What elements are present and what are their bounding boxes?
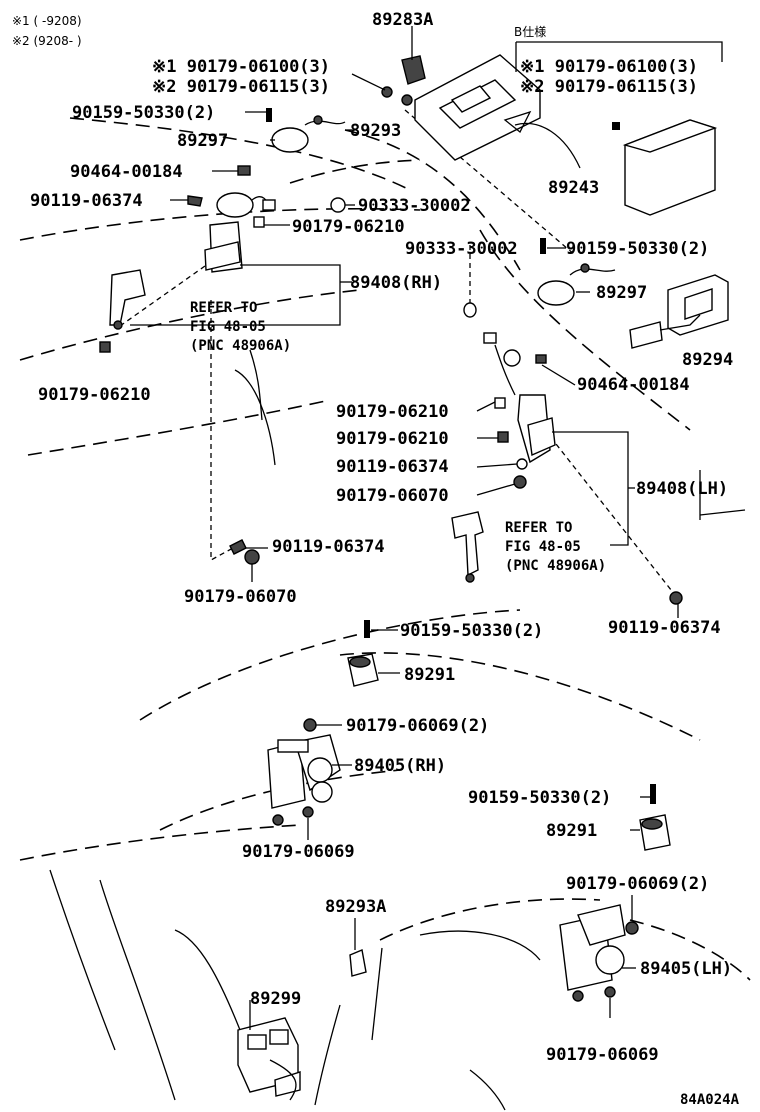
- label-90179-06210-d: 90179-06210: [336, 429, 449, 449]
- parts: [99, 54, 729, 1101]
- part-89299-shape: [237, 1017, 301, 1097]
- label-90179-06070-a: 90179-06070: [336, 486, 449, 506]
- refer-lh-line-2: FIG 48-05: [505, 539, 581, 555]
- rh-link-rod: [109, 269, 146, 330]
- label-89294: 89294: [682, 350, 733, 370]
- label-89405-lh: 89405(LH): [640, 959, 732, 979]
- label-90159-50330-b: 90159-50330(2): [566, 239, 709, 259]
- label-90179-06100: ※1 90179-06100(3): [152, 57, 330, 77]
- label-89291-b: 89291: [546, 821, 597, 841]
- label-90119-06374-c: 90119-06374: [272, 537, 385, 557]
- refer-rh-line-3: (PNC 48906A): [190, 338, 291, 354]
- figure-code: 84A024A: [680, 1092, 740, 1108]
- part-89291-b: [639, 814, 671, 851]
- label-90333-30002-b: 90333-30002: [405, 239, 518, 259]
- label-90159-50330-a: 90159-50330(2): [72, 103, 215, 123]
- refer-lh-line-1: REFER TO: [505, 520, 572, 536]
- refer-rh-line-2: FIG 48-05: [190, 319, 266, 335]
- label-90179-06210-c: 90179-06210: [336, 402, 449, 422]
- legend-note-2: ※2 (9208- ): [12, 34, 82, 48]
- part-89293-ecu: [414, 54, 541, 161]
- label-90464-00184-a: 90464-00184: [70, 162, 183, 182]
- label-90179-06069-a: 90179-06069(2): [346, 716, 489, 736]
- label-90119-06374-b: 90119-06374: [336, 457, 449, 477]
- label-90159-50330-d: 90159-50330(2): [468, 788, 611, 808]
- label-90119-06374-a: 90119-06374: [30, 191, 143, 211]
- part-89294-shape: [629, 274, 729, 349]
- body-outline: [19, 117, 751, 1111]
- part-89408-rh-shape: [204, 192, 276, 273]
- label-90179-06069-c: 90179-06069(2): [566, 874, 709, 894]
- label-89405-rh: 89405(RH): [354, 756, 446, 776]
- label-89408-rh: 89408(RH): [350, 273, 442, 293]
- label-90179-06069-b: 90179-06069: [242, 842, 355, 862]
- label-89297-a: 89297: [177, 131, 228, 151]
- part-89405-lh-shape: [559, 904, 639, 1002]
- label-b-90179-06115: ※2 90179-06115(3): [520, 77, 698, 97]
- label-89283A: 89283A: [372, 10, 433, 30]
- label-89243: 89243: [548, 178, 599, 198]
- label-90179-06070-b: 90179-06070: [184, 587, 297, 607]
- label-90179-06210-a: 90179-06210: [292, 217, 405, 237]
- leader-lines: [130, 26, 723, 1018]
- b-spec-label: B仕様: [514, 25, 546, 39]
- part-89408-lh-shape: [483, 332, 556, 464]
- part-89283A-shape: [401, 55, 426, 85]
- label-89293A: 89293A: [325, 897, 386, 917]
- part-89291-a: [347, 653, 379, 687]
- refer-lh-line-3: (PNC 48906A): [505, 558, 606, 574]
- label-89293: 89293: [350, 121, 401, 141]
- label-b-90179-06100: ※1 90179-06100(3): [520, 57, 698, 77]
- refer-rh-line-1: REFER TO: [190, 300, 257, 316]
- label-89291-a: 89291: [404, 665, 455, 685]
- labels: ※1 ( -9208) ※2 (9208- ) B仕様 89283A ※1 90…: [12, 10, 740, 1108]
- label-90179-06115: ※2 90179-06115(3): [152, 77, 330, 97]
- part-89293A-shape: [349, 949, 367, 977]
- part-89297-b: [537, 263, 616, 306]
- legend-note-1: ※1 ( -9208): [12, 14, 82, 28]
- part-89405-rh-shape: [267, 718, 341, 826]
- label-90119-06374-d: 90119-06374: [608, 618, 721, 638]
- label-90179-06210-b: 90179-06210: [38, 385, 151, 405]
- label-90464-00184-b: 90464-00184: [577, 375, 690, 395]
- label-89299: 89299: [250, 989, 301, 1009]
- label-90333-30002-a: 90333-30002: [358, 196, 471, 216]
- swap-arrow: [514, 122, 581, 169]
- lh-link-rod: [451, 511, 484, 583]
- label-89297-b: 89297: [596, 283, 647, 303]
- swap-arrow-head: [503, 110, 532, 134]
- label-90179-06069-d: 90179-06069: [546, 1045, 659, 1065]
- label-90159-50330-c: 90159-50330(2): [400, 621, 543, 641]
- part-89297-a: [271, 115, 346, 153]
- label-89408-lh: 89408(LH): [636, 479, 728, 499]
- part-89243-shape: [612, 119, 718, 216]
